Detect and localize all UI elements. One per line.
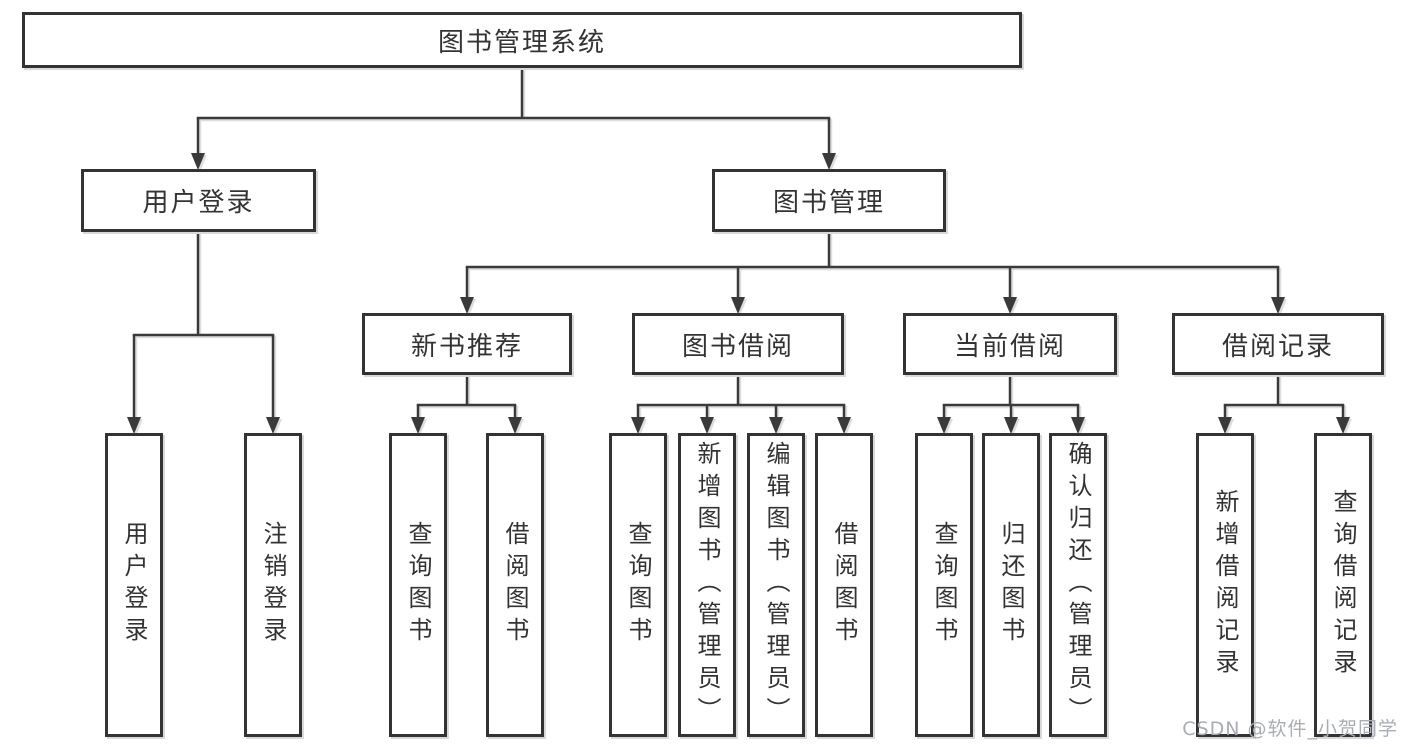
- connector-borrow-record-branch: [1223, 375, 1345, 418]
- leaf-user-login: 用户登录: [105, 433, 163, 737]
- arrowheads-level2: [191, 153, 836, 170]
- connector-book-borrow-branch: [636, 375, 846, 418]
- leaf-edit-books-admin: 编辑图书（管理员）: [747, 433, 805, 737]
- leaf-logout: 注销登录: [244, 433, 302, 737]
- leaf-query-books-current: 查询图书: [915, 433, 973, 737]
- node-root-library-system: 图书管理系统: [22, 12, 1022, 68]
- connector-root-to-level2: [196, 68, 831, 154]
- arrowheads-user-login-leaves: [127, 417, 280, 434]
- arrowheads-current-borrow-leaves: [937, 417, 1085, 434]
- connector-book-mgmt-branch: [465, 232, 1280, 298]
- leaf-return-books: 归还图书: [982, 433, 1040, 737]
- arrowheads-level3: [460, 297, 1285, 314]
- node-borrowing-records: 借阅记录: [1172, 313, 1384, 375]
- arrowheads-new-book-rec-leaves: [411, 417, 522, 434]
- leaf-query-books-recommend: 查询图书: [389, 433, 447, 737]
- node-book-management: 图书管理: [712, 169, 946, 232]
- node-current-borrowing: 当前借阅: [903, 313, 1117, 375]
- leaf-borrow-books-borrowing: 借阅图书: [815, 433, 873, 737]
- connector-user-login-branch: [132, 232, 275, 418]
- leaf-add-borrow-record: 新增借阅记录: [1196, 433, 1254, 737]
- leaf-confirm-return-admin: 确认归还（管理员）: [1049, 433, 1107, 737]
- node-new-book-recommendation: 新书推荐: [362, 313, 572, 375]
- connector-new-book-rec-branch: [416, 375, 517, 418]
- leaf-query-books-borrowing: 查询图书: [609, 433, 667, 737]
- leaf-borrow-books-recommend: 借阅图书: [486, 433, 544, 737]
- node-book-borrowing: 图书借阅: [632, 313, 844, 375]
- csdn-watermark: CSDN @软件_小贺同学: [1182, 718, 1398, 740]
- connector-current-borrow-branch: [942, 375, 1080, 418]
- leaf-add-books-admin: 新增图书（管理员）: [678, 433, 736, 737]
- arrowheads-book-borrow-leaves: [631, 417, 851, 434]
- leaf-query-borrow-record: 查询借阅记录: [1314, 433, 1372, 737]
- arrowheads-borrow-record-leaves: [1218, 417, 1350, 434]
- node-user-login: 用户登录: [81, 169, 316, 232]
